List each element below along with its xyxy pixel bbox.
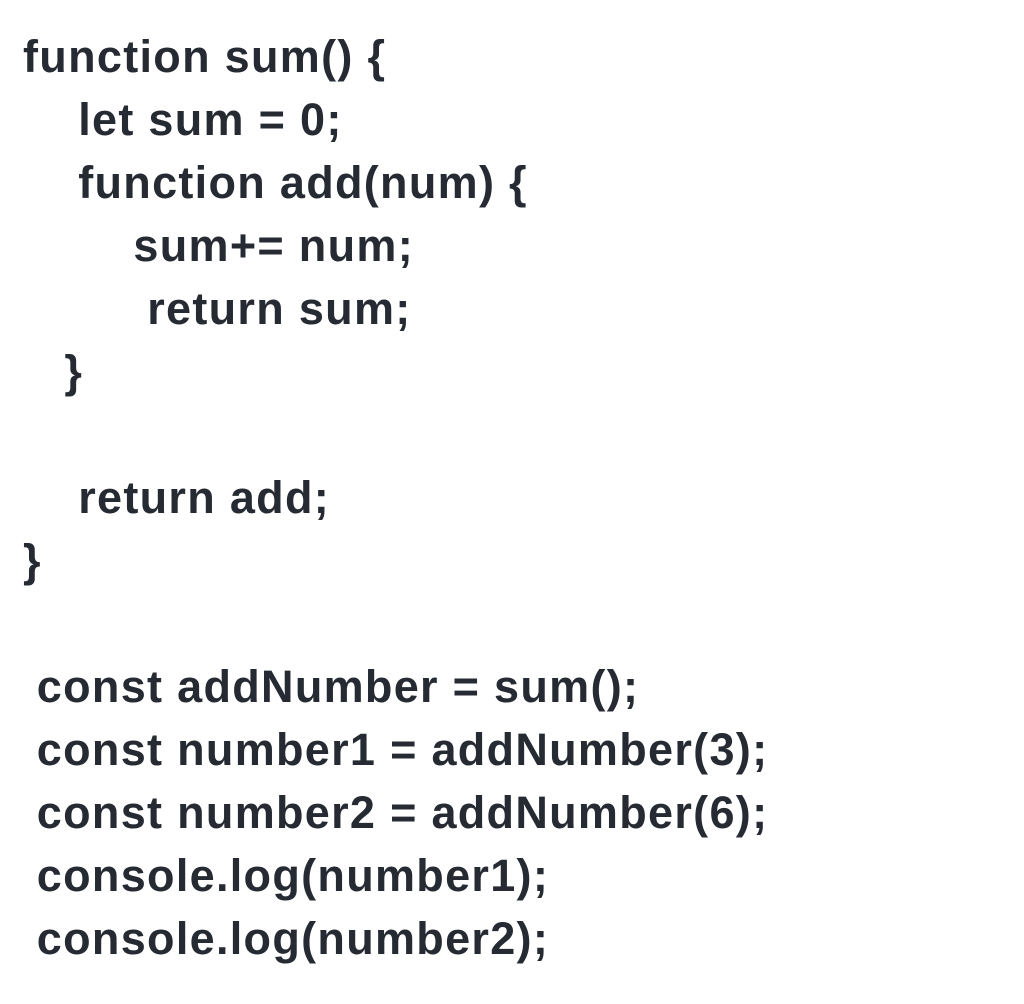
code-line: const addNumber = sum(); (23, 661, 640, 712)
code-line: console.log(number2); (23, 913, 550, 964)
code-line: const number2 = addNumber(6); (23, 787, 769, 838)
code-line: function add(num) { (23, 157, 528, 208)
code-line: return sum; (23, 283, 412, 334)
code-line: console.log(number1); (23, 850, 550, 901)
code-line (23, 403, 1014, 466)
code-line: let sum = 0; (23, 94, 343, 145)
code-line: } (23, 535, 42, 586)
code-line: function sum() { (23, 31, 387, 82)
code-line: const number1 = addNumber(3); (23, 724, 769, 775)
code-line: sum+= num; (23, 220, 414, 271)
code-block: function sum() { let sum = 0; function a… (23, 31, 1014, 964)
code-line (23, 592, 1014, 655)
code-line: } (23, 346, 84, 397)
code-line: return add; (23, 472, 331, 523)
